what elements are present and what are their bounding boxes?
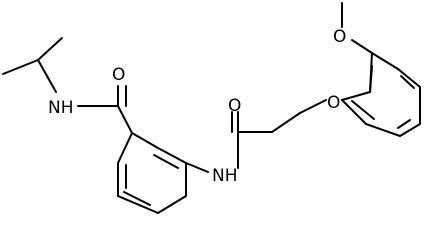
bond <box>341 91 371 101</box>
bond <box>153 154 179 169</box>
bond <box>397 119 411 129</box>
bond <box>369 65 373 93</box>
bond <box>341 99 367 125</box>
bond <box>299 99 327 114</box>
bond <box>185 162 209 173</box>
bond <box>157 195 187 214</box>
bond <box>37 59 57 93</box>
bond <box>400 75 415 89</box>
bond <box>399 123 421 137</box>
bond <box>131 132 159 149</box>
amide-o-label-left: O <box>112 65 125 85</box>
bond <box>117 132 133 164</box>
isopropyl-group <box>2 37 63 93</box>
bond <box>117 105 133 134</box>
bond <box>397 68 421 88</box>
amide-o-label-right: O <box>228 96 241 116</box>
methoxyphenyl-ring <box>341 52 421 137</box>
left-amide-group <box>77 85 133 134</box>
central-benzene-ring <box>117 132 187 214</box>
bond <box>2 59 39 75</box>
amide-nh-label-right: NH <box>212 166 238 186</box>
ether-o-label: O <box>327 93 340 113</box>
bond <box>271 112 301 133</box>
bond <box>117 195 159 214</box>
right-amide-linker <box>185 99 327 173</box>
bond <box>351 39 373 54</box>
methoxy-group <box>341 2 373 54</box>
bond <box>365 123 401 137</box>
chemical-structure: NH O NH O O O <box>2 2 421 214</box>
bond <box>351 100 375 120</box>
bond <box>123 191 151 206</box>
bond <box>37 37 63 61</box>
bond <box>157 147 187 164</box>
bond <box>371 52 399 70</box>
methoxy-o-label: O <box>333 27 346 47</box>
amide-nh-label-left: NH <box>48 98 74 118</box>
